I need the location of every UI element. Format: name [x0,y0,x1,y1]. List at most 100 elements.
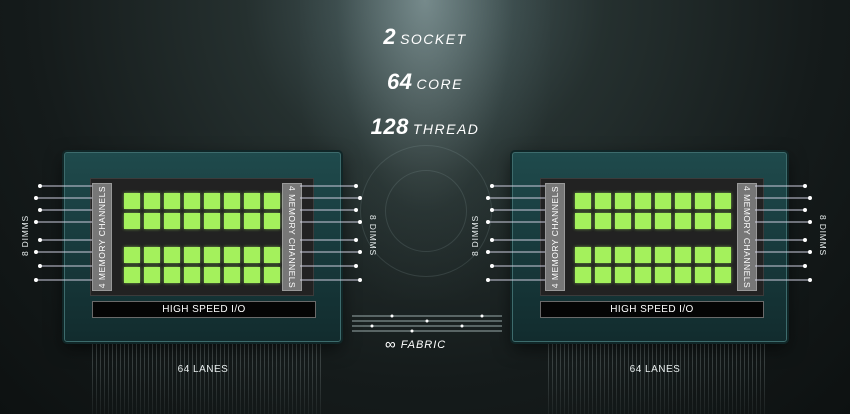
cpu-core [675,247,691,263]
cpu-core [204,213,220,229]
dimm-label-right-2: 8 DIMMS [818,215,828,257]
cpu-core [655,193,671,209]
dimm-dot [34,250,38,254]
cpu-core [184,213,200,229]
dimm-dot [358,196,362,200]
cpu-core [655,267,671,283]
stat-number: 64 [387,69,413,94]
dimm-dot [358,250,362,254]
cpu-core [615,267,631,283]
cpu-core [184,193,200,209]
cpu-core [124,247,140,263]
cpu-core [144,193,160,209]
dimm-dot [38,238,42,242]
high-speed-io-2: HIGH SPEED I/O [540,301,764,318]
dimm-dot [490,184,494,188]
cpu-core [715,247,731,263]
dimm-label-right-1: 8 DIMMS [368,215,378,257]
fabric-interconnect [352,314,502,333]
infinity-icon: ∞ [385,336,397,353]
cpu-core [575,247,591,263]
dimm-dot [38,264,42,268]
cpu-core [595,213,611,229]
cpu-core [244,213,260,229]
dimm-dot [490,264,494,268]
stat-label: CORE [416,76,463,92]
cpu-core [144,247,160,263]
dimm-dot [486,278,490,282]
cpu-core [184,267,200,283]
dimm-dot [808,250,812,254]
cpu-core [575,213,591,229]
cpu-core [124,213,140,229]
cpu-core [675,193,691,209]
cpu-core [715,193,731,209]
cpu-core [184,247,200,263]
dimm-dot [358,278,362,282]
cpu-core [635,247,651,263]
dimm-dot [38,184,42,188]
pcie-lanes-right [548,332,766,414]
cpu-core [204,247,220,263]
dimm-dot [38,208,42,212]
cpu-core [595,193,611,209]
cpu-core [224,213,240,229]
dimm-dot [490,238,494,242]
cpu-core [244,193,260,209]
cpu-core [144,213,160,229]
cpu-core [224,193,240,209]
cpu-core [595,267,611,283]
memory-channels-right-2: 4 MEMORY CHANNELS [737,183,757,291]
dimm-dot [803,184,807,188]
stat-label: SOCKET [400,31,467,47]
cpu-core [575,267,591,283]
cpu-core [204,267,220,283]
stat-number: 128 [370,114,409,139]
dimm-dot [808,220,812,224]
cpu-core [224,247,240,263]
core-grid-1 [124,193,280,229]
cpu-core [695,247,711,263]
fabric-label: ∞FABRIC [385,336,446,353]
dimm-dot [34,220,38,224]
core-grid-2 [575,193,731,229]
dimm-dot [808,278,812,282]
dimm-dot [354,184,358,188]
memory-channels-left-1: 4 MEMORY CHANNELS [92,183,112,291]
cpu-core [575,193,591,209]
cpu-core [655,213,671,229]
memory-label: 4 MEMORY CHANNELS [742,185,752,289]
stat-number: 2 [383,24,397,49]
cpu-core [144,267,160,283]
cpu-core [655,247,671,263]
cpu-core [264,213,280,229]
pcie-lanes-left [92,332,324,414]
cpu-core [695,267,711,283]
cpu-core [635,213,651,229]
dimm-dot [803,238,807,242]
cpu-core [244,247,260,263]
cpu-core [124,193,140,209]
dimm-dot [803,264,807,268]
cpu-core [164,193,180,209]
cpu-core [615,247,631,263]
lanes-label-1: 64 LANES [177,364,229,375]
dimm-dot [808,196,812,200]
lanes-label-2: 64 LANES [629,364,681,375]
cpu-core [264,247,280,263]
memory-label: 4 MEMORY CHANNELS [287,185,297,289]
dimm-dot [486,220,490,224]
cpu-core [164,213,180,229]
dimm-dot [354,208,358,212]
cpu-core [615,213,631,229]
cpu-core [595,247,611,263]
dimm-dot [486,250,490,254]
cpu-core [615,193,631,209]
cpu-core [695,213,711,229]
cpu-core [264,267,280,283]
stat-label: THREAD [412,121,480,137]
